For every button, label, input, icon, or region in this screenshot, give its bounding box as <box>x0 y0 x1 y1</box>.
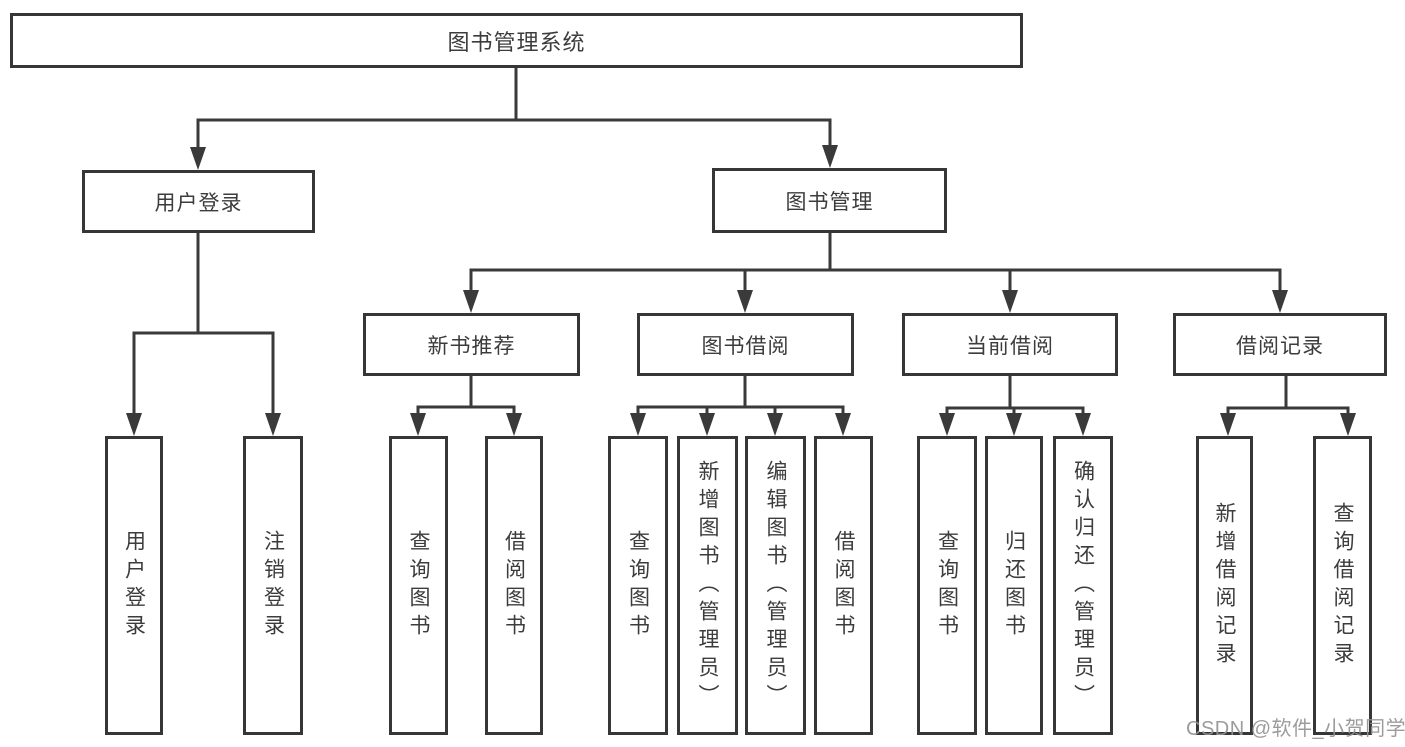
node-root: 图书管理系统 <box>10 13 1023 68</box>
node-label-br-add: 新增借阅记录 <box>1213 501 1236 670</box>
node-bb-borrow: 借阅图书 <box>814 436 873 735</box>
node-label-bb-edit: 编辑图书（管理员） <box>764 459 787 712</box>
node-label-br-query: 查询借阅记录 <box>1331 501 1354 670</box>
node-nbr-borrow: 借阅图书 <box>485 436 543 735</box>
node-bb-add: 新增图书（管理员） <box>677 436 738 735</box>
node-nbr-query: 查询图书 <box>389 436 448 735</box>
arrowhead-icon <box>265 413 281 436</box>
node-br-query: 查询借阅记录 <box>1313 436 1372 735</box>
connector-user-login-split <box>126 233 281 436</box>
arrowhead-icon <box>126 413 142 436</box>
arrowhead-icon <box>939 413 955 436</box>
connector-borrow-record-split <box>1220 376 1356 436</box>
arrowhead-icon <box>463 290 479 313</box>
node-book-mgmt: 图书管理 <box>712 168 947 233</box>
node-user-login: 用户登录 <box>82 170 315 233</box>
node-label-logout: 注销登录 <box>261 529 285 642</box>
connector-current-borrow-split <box>939 376 1091 436</box>
arrowhead-icon <box>1002 290 1018 313</box>
arrowhead-icon <box>1220 413 1236 436</box>
arrowhead-icon <box>1272 290 1288 313</box>
node-label-nbr-borrow: 借阅图书 <box>502 529 526 642</box>
connector-root-split <box>190 68 838 170</box>
node-label-bb-add: 新增图书（管理员） <box>696 459 719 712</box>
node-label-book-borrow: 图书借阅 <box>701 334 790 358</box>
node-label-bb-borrow: 借阅图书 <box>832 529 855 642</box>
arrowhead-icon <box>737 290 753 313</box>
arrowhead-icon <box>630 413 646 436</box>
arrowhead-icon <box>822 145 838 168</box>
node-logout: 注销登录 <box>243 436 303 735</box>
arrowhead-icon <box>835 413 851 436</box>
node-label-login: 用户登录 <box>122 529 146 642</box>
node-label-root: 图书管理系统 <box>447 29 586 55</box>
node-label-new-book-rec: 新书推荐 <box>427 334 516 358</box>
arrowhead-icon <box>506 413 522 436</box>
node-cb-return: 归还图书 <box>985 436 1043 735</box>
node-book-borrow: 图书借阅 <box>637 313 854 376</box>
node-label-user-login: 用户登录 <box>154 191 243 215</box>
node-bb-query: 查询图书 <box>608 436 668 735</box>
node-label-current-borrow: 当前借阅 <box>966 334 1054 358</box>
arrowhead-icon <box>190 147 206 170</box>
arrowhead-icon <box>1340 413 1356 436</box>
node-cb-query: 查询图书 <box>917 436 977 735</box>
node-label-cb-confirm: 确认归还（管理员） <box>1071 459 1095 712</box>
node-login: 用户登录 <box>105 436 163 735</box>
connector-new-book-rec-split <box>410 376 522 436</box>
node-borrow-record: 借阅记录 <box>1173 313 1387 376</box>
node-br-add: 新增借阅记录 <box>1196 436 1253 735</box>
connector-book-borrow-split <box>630 376 851 436</box>
connector-book-mgmt-split <box>463 233 1288 313</box>
node-bb-edit: 编辑图书（管理员） <box>745 436 806 735</box>
node-label-nbr-query: 查询图书 <box>407 529 430 642</box>
node-label-cb-query: 查询图书 <box>935 529 959 642</box>
node-label-cb-return: 归还图书 <box>1002 529 1026 642</box>
node-current-borrow: 当前借阅 <box>902 313 1118 376</box>
arrowhead-icon <box>410 413 426 436</box>
node-label-borrow-record: 借阅记录 <box>1236 334 1324 358</box>
node-label-book-mgmt: 图书管理 <box>785 190 874 214</box>
arrowhead-icon <box>699 413 715 436</box>
node-cb-confirm: 确认归还（管理员） <box>1053 436 1113 735</box>
node-new-book-rec: 新书推荐 <box>363 313 580 376</box>
arrowhead-icon <box>1075 413 1091 436</box>
arrowhead-icon <box>1006 413 1022 436</box>
arrowhead-icon <box>767 413 783 436</box>
node-label-bb-query: 查询图书 <box>626 529 650 642</box>
watermark-text: CSDN @软件_小贺同学 <box>1186 718 1405 740</box>
